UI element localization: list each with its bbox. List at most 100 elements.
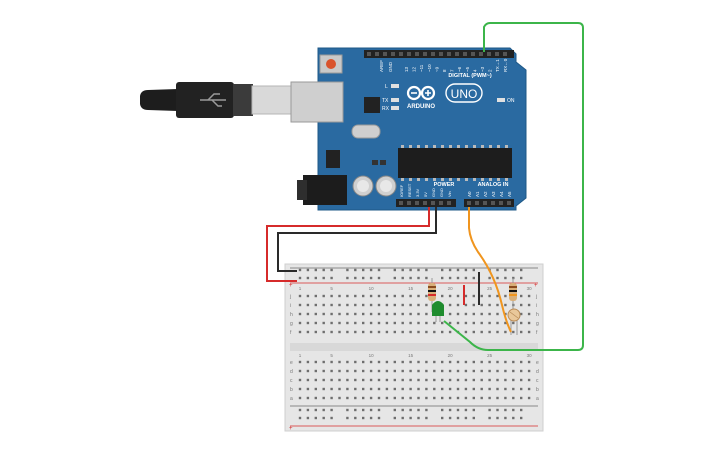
breadboard-hole[interactable] — [346, 360, 349, 364]
breadboard-hole[interactable] — [385, 312, 389, 316]
breadboard-hole[interactable] — [314, 321, 317, 325]
breadboard-hole[interactable] — [369, 369, 373, 373]
breadboard-hole[interactable] — [464, 416, 468, 420]
breadboard-hole[interactable] — [330, 276, 333, 280]
breadboard-hole[interactable] — [417, 378, 420, 382]
breadboard-hole[interactable] — [417, 294, 420, 298]
breadboard-hole[interactable] — [520, 294, 523, 298]
breadboard-hole[interactable] — [369, 312, 373, 316]
breadboard-hole[interactable] — [338, 330, 341, 334]
header-pin[interactable] — [495, 52, 499, 56]
breadboard-hole[interactable] — [322, 294, 325, 298]
breadboard-hole[interactable] — [456, 416, 460, 420]
breadboard-hole[interactable] — [385, 378, 389, 382]
breadboard-hole[interactable] — [520, 369, 523, 373]
breadboard-hole[interactable] — [322, 360, 325, 364]
breadboard-hole[interactable] — [369, 294, 373, 298]
breadboard-hole[interactable] — [330, 303, 333, 307]
breadboard-hole[interactable] — [298, 330, 302, 334]
breadboard-hole[interactable] — [409, 378, 412, 382]
breadboard-hole[interactable] — [385, 387, 389, 391]
breadboard-hole[interactable] — [377, 276, 381, 280]
header-pin[interactable] — [439, 52, 443, 56]
breadboard-hole[interactable] — [456, 408, 460, 412]
breadboard-hole[interactable] — [425, 276, 428, 280]
breadboard-hole[interactable] — [504, 396, 507, 400]
breadboard-hole[interactable] — [527, 294, 531, 298]
green-led[interactable] — [432, 301, 444, 322]
header-pin[interactable] — [491, 201, 495, 205]
breadboard-hole[interactable] — [322, 387, 325, 391]
breadboard-hole[interactable] — [330, 408, 333, 412]
breadboard-hole[interactable] — [417, 387, 420, 391]
breadboard-hole[interactable] — [456, 312, 460, 316]
breadboard-hole[interactable] — [401, 312, 404, 316]
breadboard-hole[interactable] — [322, 330, 325, 334]
breadboard-hole[interactable] — [393, 268, 396, 272]
breadboard-hole[interactable] — [354, 312, 357, 316]
breadboard-hole[interactable] — [441, 276, 444, 280]
breadboard-hole[interactable] — [417, 312, 420, 316]
header-pin[interactable] — [415, 201, 419, 205]
breadboard-hole[interactable] — [496, 396, 499, 400]
header-pin[interactable] — [383, 52, 387, 56]
breadboard-hole[interactable] — [456, 268, 460, 272]
breadboard-hole[interactable] — [393, 408, 396, 412]
breadboard-hole[interactable] — [488, 312, 491, 316]
breadboard-hole[interactable] — [330, 268, 333, 272]
breadboard-hole[interactable] — [377, 387, 381, 391]
breadboard-hole[interactable] — [448, 294, 452, 298]
breadboard-hole[interactable] — [346, 330, 349, 334]
header-pin[interactable] — [375, 52, 379, 56]
breadboard-hole[interactable] — [385, 321, 389, 325]
breadboard-hole[interactable] — [409, 408, 412, 412]
breadboard-hole[interactable] — [298, 268, 302, 272]
breadboard-hole[interactable] — [377, 330, 381, 334]
breadboard-hole[interactable] — [441, 416, 444, 420]
breadboard-hole[interactable] — [448, 360, 452, 364]
header-pin[interactable] — [439, 201, 443, 205]
breadboard-hole[interactable] — [401, 330, 404, 334]
breadboard-hole[interactable] — [362, 321, 365, 325]
breadboard-hole[interactable] — [385, 396, 389, 400]
breadboard-hole[interactable] — [346, 294, 349, 298]
breadboard-hole[interactable] — [362, 303, 365, 307]
breadboard-hole[interactable] — [393, 416, 396, 420]
breadboard-hole[interactable] — [409, 360, 412, 364]
resistor[interactable] — [509, 278, 517, 312]
breadboard-hole[interactable] — [298, 369, 302, 373]
breadboard-hole[interactable] — [409, 330, 412, 334]
breadboard-hole[interactable] — [512, 387, 515, 391]
breadboard-hole[interactable] — [480, 330, 483, 334]
breadboard-hole[interactable] — [346, 268, 349, 272]
breadboard-hole[interactable] — [393, 294, 396, 298]
breadboard-hole[interactable] — [520, 378, 523, 382]
breadboard-hole[interactable] — [527, 321, 531, 325]
breadboard-hole[interactable] — [464, 330, 468, 334]
breadboard-hole[interactable] — [425, 408, 428, 412]
breadboard-hole[interactable] — [393, 330, 396, 334]
header-pin[interactable] — [499, 201, 503, 205]
breadboard-hole[interactable] — [393, 387, 396, 391]
breadboard-hole[interactable] — [472, 416, 475, 420]
breadboard-hole[interactable] — [330, 369, 333, 373]
breadboard-hole[interactable] — [306, 276, 310, 280]
header-pin[interactable] — [467, 201, 471, 205]
breadboard-hole[interactable] — [464, 294, 468, 298]
breadboard-hole[interactable] — [488, 369, 491, 373]
breadboard-hole[interactable] — [417, 276, 420, 280]
breadboard-hole[interactable] — [464, 276, 468, 280]
breadboard-hole[interactable] — [322, 303, 325, 307]
breadboard-hole[interactable] — [425, 378, 428, 382]
breadboard-hole[interactable] — [425, 330, 428, 334]
breadboard-hole[interactable] — [409, 294, 412, 298]
breadboard-hole[interactable] — [322, 408, 325, 412]
breadboard-hole[interactable] — [480, 294, 483, 298]
breadboard-hole[interactable] — [306, 378, 310, 382]
breadboard-hole[interactable] — [362, 312, 365, 316]
breadboard-hole[interactable] — [330, 378, 333, 382]
breadboard-hole[interactable] — [417, 360, 420, 364]
breadboard-hole[interactable] — [362, 378, 365, 382]
breadboard-hole[interactable] — [362, 330, 365, 334]
reset-button[interactable] — [319, 54, 343, 74]
